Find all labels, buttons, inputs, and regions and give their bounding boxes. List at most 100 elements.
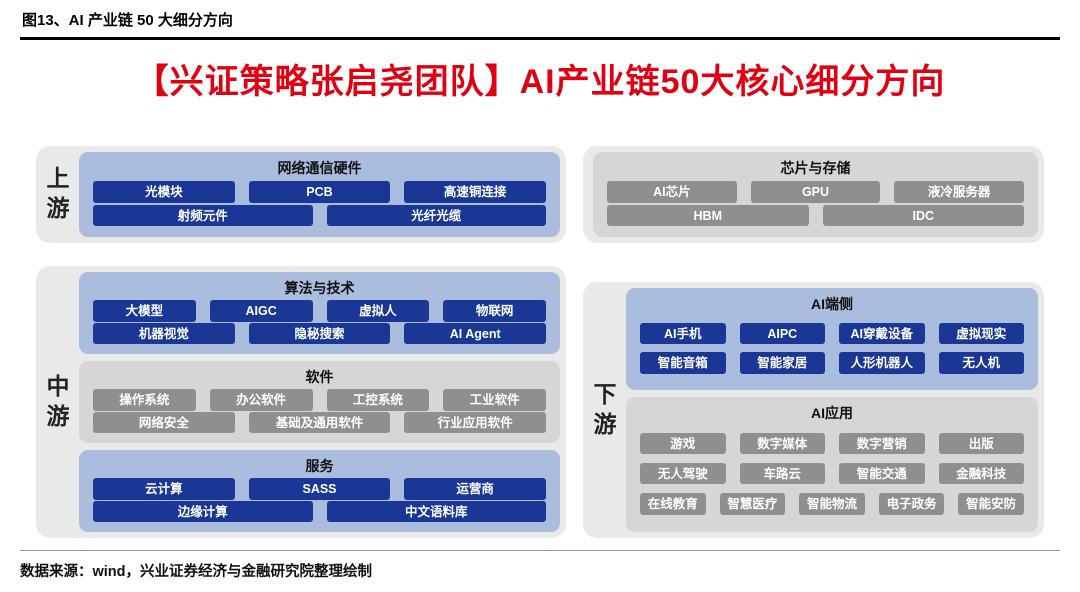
- segment-chip: 射频元件: [93, 204, 313, 227]
- segment-chip: AIPC: [739, 322, 825, 345]
- panel-rows: AI芯片 GPU 液冷服务器 HBM IDC: [607, 179, 1025, 229]
- chip-row: 智能音箱智能家居人形机器人无人机: [640, 352, 1024, 374]
- segment-chip: 无人机: [938, 352, 1024, 374]
- segment-chip: 隐秘搜索: [248, 322, 391, 345]
- segment-chip: 高速铜连接: [404, 181, 547, 203]
- group-chips-storage: 芯片与存储 AI芯片 GPU 液冷服务器 HBM IDC: [583, 145, 1044, 243]
- chip-row: 在线教育智慧医疗智能物流电子政务智能安防: [640, 493, 1024, 515]
- segment-chip: 机器视觉: [93, 322, 235, 345]
- chip-row: AI手机 AIPC AI穿戴设备虚拟现实: [640, 322, 1024, 345]
- segment-chip: 边缘计算: [93, 500, 313, 523]
- segment-chip: 车路云: [739, 462, 825, 485]
- stage-label-downstream: 下游: [593, 380, 617, 437]
- segment-chip: 操作系统: [93, 389, 196, 411]
- chip-row: 操作系统办公软件工控系统工业软件: [93, 389, 546, 411]
- segment-chip: 在线教育: [640, 493, 706, 515]
- segment-chip: SASS: [248, 478, 391, 500]
- stage-label-upstream: 上游: [46, 165, 70, 222]
- group-downstream: 下游 AI端侧 AI手机 AIPC AI穿戴设备虚拟现实智能音箱智能家居人形机器人无人机…: [583, 281, 1044, 538]
- segment-chip: 智能安防: [958, 493, 1024, 515]
- segment-chip: GPU: [750, 181, 881, 203]
- segment-chip: 数字营销: [839, 432, 925, 455]
- panel-title-ai-apps: AI应用: [811, 404, 853, 421]
- segment-chip: 大模型: [93, 300, 196, 322]
- chip-row: 无人驾驶车路云智能交通金融科技: [640, 462, 1024, 485]
- segment-chip: 出版: [938, 432, 1024, 455]
- segment-chip: 办公软件: [209, 389, 313, 411]
- panel-rows: 操作系统办公软件工控系统工业软件网络安全基础及通用软件行业应用软件: [93, 388, 547, 435]
- chip-row: HBM IDC: [607, 204, 1024, 227]
- segment-chip: 智能音箱: [640, 352, 726, 374]
- chip-row: 云计算 SASS 运营商: [93, 478, 547, 500]
- panel-software: 软件操作系统办公软件工控系统工业软件网络安全基础及通用软件行业应用软件: [79, 360, 560, 443]
- panel-title-ai-edge: AI端侧: [811, 295, 853, 312]
- segment-chip: 工业软件: [443, 389, 546, 411]
- segment-chip: 运营商: [404, 478, 547, 500]
- segment-chip: 网络安全: [93, 411, 235, 434]
- segment-chip: IDC: [822, 204, 1024, 227]
- data-source: 数据来源：wind，兴业证券经济与金融研究院整理绘制: [20, 549, 1060, 581]
- panel-title-chips-storage: 芯片与存储: [780, 159, 851, 176]
- segment-chip: HBM: [607, 204, 809, 227]
- chip-row: AI芯片 GPU 液冷服务器: [607, 181, 1025, 203]
- chip-row: 机器视觉隐秘搜索 AI Agent: [93, 322, 547, 345]
- segment-chip: 智慧医疗: [719, 493, 786, 515]
- panel-ai-apps: AI应用游戏数字媒体数字营销出版无人驾驶车路云智能交通金融科技在线教育智慧医疗智…: [626, 396, 1038, 532]
- panel-title-software: 软件: [305, 368, 334, 385]
- panel-title-network-hardware: 网络通信硬件: [277, 159, 362, 176]
- segment-chip: AI Agent: [404, 322, 547, 345]
- panel-title-algorithms-tech: 算法与技术: [284, 279, 355, 296]
- segment-chip: 数字媒体: [739, 432, 825, 455]
- page-title: 【兴证策略张启尧团队】AI产业链50大核心细分方向: [134, 63, 946, 101]
- chip-row: 边缘计算中文语料库: [93, 500, 546, 523]
- segment-chip: 电子政务: [878, 493, 945, 515]
- stage-label-midstream: 中游: [46, 372, 70, 429]
- segment-chip: AIGC: [209, 300, 313, 322]
- chip-row: 游戏数字媒体数字营销出版: [640, 432, 1024, 455]
- segment-chip: 光纤光缆: [326, 204, 546, 227]
- segment-chip: 液冷服务器: [894, 181, 1025, 203]
- segment-chip: 工控系统: [326, 389, 430, 411]
- segment-chip: 游戏: [640, 432, 726, 455]
- segment-chip: AI芯片: [607, 181, 737, 203]
- data-source-text: 数据来源：wind，兴业证券经济与金融研究院整理绘制: [20, 563, 373, 580]
- panel-ai-edge: AI端侧 AI手机 AIPC AI穿戴设备虚拟现实智能音箱智能家居人形机器人无人机: [626, 287, 1038, 390]
- segment-chip: 人形机器人: [839, 352, 925, 374]
- segment-chip: 行业应用软件: [404, 411, 547, 434]
- figure-caption-text: 图13、AI 产业链 50 大细分方向: [22, 12, 233, 29]
- segment-chip: 金融科技: [938, 462, 1024, 485]
- panel-rows: AI手机 AIPC AI穿戴设备虚拟现实智能音箱智能家居人形机器人无人机: [640, 315, 1024, 382]
- group-panels-chips-storage: 芯片与存储 AI芯片 GPU 液冷服务器 HBM IDC: [593, 151, 1038, 237]
- panel-chips-storage: 芯片与存储 AI芯片 GPU 液冷服务器 HBM IDC: [593, 151, 1038, 237]
- segment-chip: 智能家居: [739, 352, 825, 374]
- segment-chip: 中文语料库: [326, 500, 546, 523]
- panel-title-services: 服务: [305, 457, 334, 474]
- segment-chip: 智能交通: [839, 462, 925, 485]
- segment-chip: AI穿戴设备: [839, 322, 925, 345]
- chip-row: 射频元件光纤光缆: [93, 204, 546, 227]
- segment-chip: 无人驾驶: [640, 462, 726, 485]
- segment-chip: 虚拟现实: [938, 322, 1024, 345]
- segment-chip: AI手机: [640, 322, 726, 345]
- segment-chip: 智能物流: [799, 493, 865, 515]
- segment-chip: 虚拟人: [326, 300, 430, 322]
- segment-chip: 云计算: [93, 478, 235, 500]
- segment-chip: 光模块: [93, 181, 235, 203]
- segment-chip: 基础及通用软件: [248, 411, 391, 434]
